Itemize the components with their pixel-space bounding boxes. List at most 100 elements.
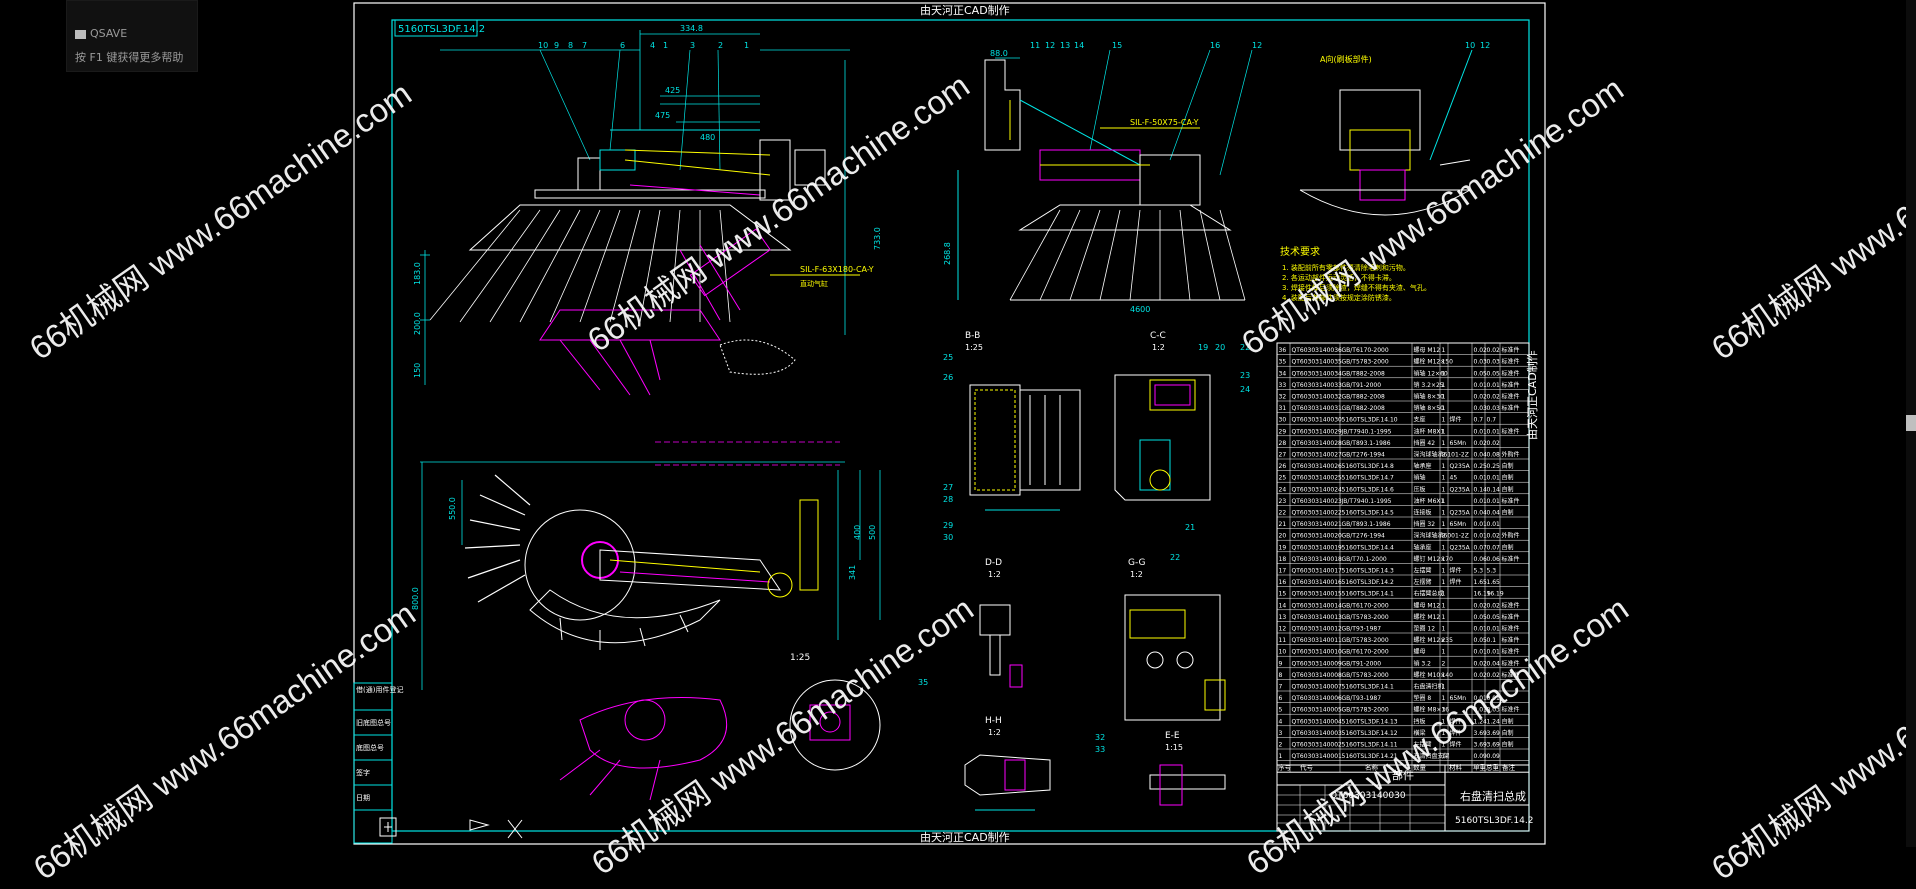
bom-cell: 0.01: [1474, 475, 1488, 482]
bom-cell: 11: [1279, 637, 1287, 644]
svg-text:19: 19: [1198, 343, 1208, 352]
bom-cell: 5160TSL3DF.14.5: [1342, 510, 1394, 517]
bom-cell: QT60303140021: [1292, 521, 1343, 528]
bom-cell: 标准件: [1502, 393, 1520, 401]
bom-cell: 1: [1442, 742, 1446, 749]
bom-cell: QT60303140034: [1292, 370, 1343, 377]
bom-cell: 销轴 8×30: [1414, 393, 1445, 401]
bom-cell: QT60303140032: [1292, 394, 1343, 401]
bom-cell: 30: [1279, 417, 1287, 424]
bom-cell: 标准件: [1502, 369, 1520, 377]
bom-cell: 自制: [1502, 509, 1514, 517]
model-left-label: SIL-F-63X180-CA-Y: [800, 265, 874, 274]
bom-cell: 标准件: [1502, 427, 1520, 435]
bom-cell: 连接板: [1414, 509, 1432, 517]
bom-cell: 油杯 M6X1: [1414, 497, 1445, 505]
bom-cell: 销轴: [1414, 474, 1426, 482]
svg-text:23: 23: [1240, 371, 1250, 380]
bom-cell: 5160TSL3DF.14.10: [1342, 417, 1398, 424]
bom-cell: 12: [1279, 626, 1287, 633]
bom-cell: 5160TSL3DF.14.11: [1342, 742, 1398, 749]
bom-cell: 1: [1442, 382, 1446, 389]
bom-cell: 标准件: [1502, 346, 1520, 354]
cad-viewport[interactable]: 由天河正CAD制作 由天河正CAD制作 由天河正CAD制作 5160TSL3DF…: [0, 0, 1916, 847]
bom-cell: 0.01: [1474, 649, 1488, 656]
bom-cell: 21: [1279, 521, 1287, 528]
dim-d7: 150: [413, 363, 422, 378]
cad-drawing[interactable]: 由天河正CAD制作 由天河正CAD制作 由天河正CAD制作 5160TSL3DF…: [0, 0, 1916, 847]
bom-cell: 右清扫盘支架: [1414, 752, 1450, 760]
svg-text:25: 25: [943, 353, 953, 362]
svg-text:直动气缸: 直动气缸: [800, 279, 828, 288]
bom-cell: 销 3.2: [1414, 659, 1432, 667]
bom-cell: 0.07: [1487, 544, 1501, 551]
brush-bristles-left: [429, 209, 731, 323]
bom-cell: 31: [1279, 405, 1287, 412]
bom-cell: 0.25: [1474, 463, 1488, 470]
bom-cell: 右摆臂总成: [1414, 590, 1444, 598]
bom-cell: 焊件: [1450, 416, 1462, 424]
top-banner: 由天河正CAD制作: [920, 3, 1010, 17]
bom-cell: 自制: [1502, 729, 1514, 737]
bom-cell: Q235A: [1450, 544, 1471, 551]
section-aa-label: A向(刷板部件): [1320, 54, 1372, 64]
bom-cell: 1: [1442, 475, 1446, 482]
section-dd: D-D 1:2: [979, 558, 1023, 688]
bom-cell: 1: [1442, 394, 1446, 401]
bom-cell: 1: [1442, 579, 1446, 586]
bom-cell: 0.25: [1487, 463, 1501, 470]
bom-cell: QT60303140010: [1292, 649, 1343, 656]
bom-cell: 0.06: [1487, 556, 1501, 563]
bom-cell: QT60303140036: [1292, 347, 1343, 354]
title-block: 部件 QT60303140030 右盘清扫总成 5160TSL3DF.14.2: [1276, 764, 1533, 832]
bom-cell: 自制: [1502, 717, 1514, 725]
bom-cell: 3: [1442, 707, 1446, 714]
bom-cell: GB/T276-1994: [1342, 452, 1386, 459]
bom-cell: 0.01: [1487, 626, 1501, 633]
svg-text:24: 24: [1240, 385, 1250, 394]
bom-cell: 0.01: [1474, 695, 1488, 702]
dim-d6: 200.0: [413, 312, 422, 335]
bom-cell: 螺栓 M8×16: [1414, 706, 1450, 714]
svg-text:4: 4: [650, 41, 655, 50]
dim-d4: 733.0: [873, 227, 882, 250]
bom-cell: 3.69: [1487, 730, 1501, 737]
svg-text:35: 35: [918, 678, 928, 687]
bom-cell: 0.02: [1487, 672, 1501, 679]
panel-line-1: QSAVE: [90, 27, 128, 40]
bom-cell: 0.04: [1474, 452, 1488, 459]
bom-cell: 1: [1442, 591, 1446, 598]
dim-d3: 480: [700, 133, 715, 142]
model-right-label: SIL-F-50X75-CA-Y: [1130, 118, 1199, 127]
bom-cell: GB/T6170-2000: [1342, 347, 1389, 354]
bom-cell: 28: [1279, 440, 1287, 447]
bom-cell: 右盘清扫机: [1414, 683, 1444, 691]
bom-cell: 轴承座: [1414, 462, 1432, 470]
bom-cell: 0.09: [1474, 753, 1488, 760]
bom-cell: 0.02: [1487, 347, 1501, 354]
bom-cell: 支座: [1414, 416, 1426, 424]
bom-cell: QT60303140008: [1292, 672, 1343, 679]
bom-cell: GB/T893.1-1986: [1342, 440, 1391, 447]
bom-cell: 0.02: [1487, 440, 1501, 447]
bom-cell: 5160TSL3DF.14.8: [1342, 463, 1394, 470]
bom-cell: 0.01: [1487, 498, 1501, 505]
bom-cell: 5160TSL3DF.14.7: [1342, 475, 1394, 482]
bom-cell: 深沟球轴承6001-2Z: [1414, 532, 1469, 540]
bom-cell: 螺栓 M12×50: [1414, 358, 1454, 366]
title-name: 右盘清扫总成: [1460, 789, 1526, 803]
bom-cell: 1: [1442, 417, 1446, 424]
svg-text:11: 11: [1030, 41, 1040, 50]
bom-cell: 0.04: [1487, 510, 1501, 517]
scrollbar-thumb[interactable]: [1906, 415, 1916, 431]
bom-cell: 0.01: [1487, 475, 1501, 482]
bom-cell: 20: [1279, 533, 1287, 540]
debris-area: [719, 339, 796, 375]
dim-d5: 183.0: [413, 262, 422, 285]
bom-cell: 左摆臂: [1414, 741, 1432, 749]
bom-cell: 19: [1279, 544, 1287, 551]
svg-text:28: 28: [943, 495, 953, 504]
section-ee-label: E-E: [1165, 731, 1180, 741]
